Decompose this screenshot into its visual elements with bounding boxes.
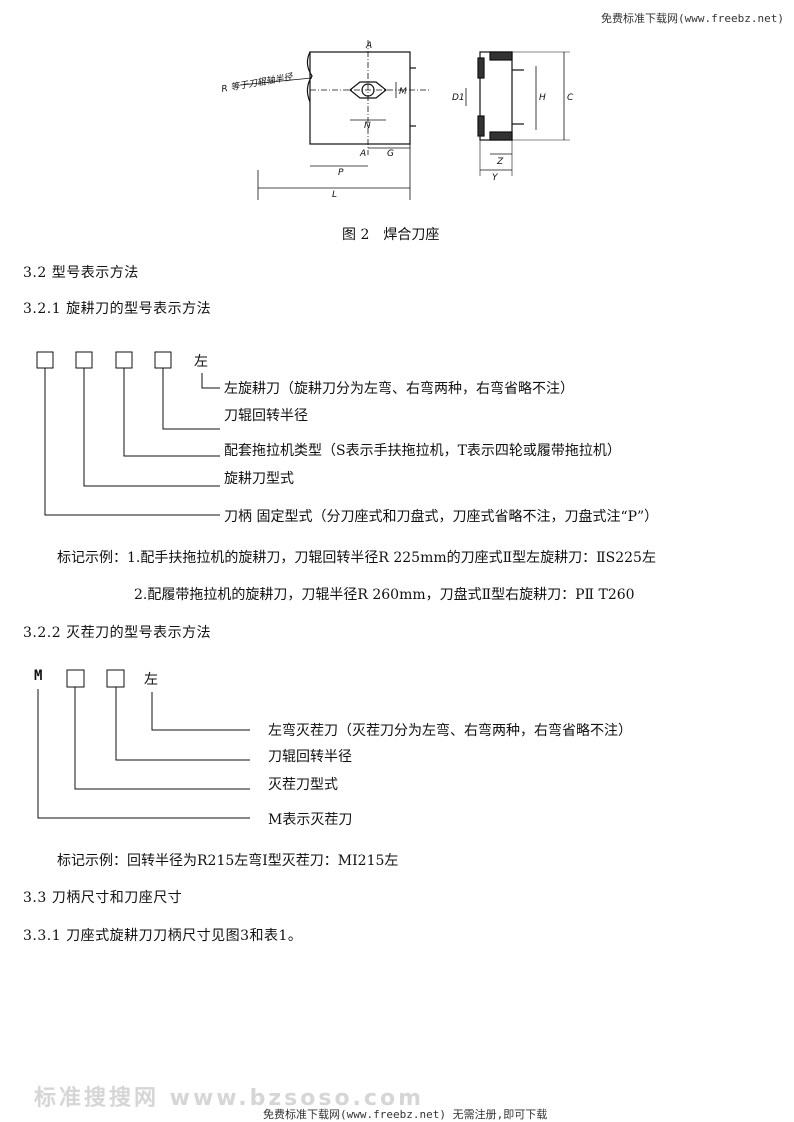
- stubble-line-1: 左弯灭茬刀（灭茬刀分为左弯、右弯两种，右弯省略不注）: [268, 723, 632, 739]
- label-G: G: [387, 149, 394, 159]
- stubble-line-4: M表示灭茬刀: [268, 812, 353, 828]
- rotary-line-1: 左旋耕刀（旋耕刀分为左弯、右弯两种，右弯省略不注）: [224, 381, 574, 397]
- stubble-line-3: 灭茬刀型式: [268, 777, 338, 793]
- stubble-box-2: [106, 669, 125, 688]
- rotary-scheme-suffix: 左: [194, 354, 208, 370]
- footer-watermark: 标准搜搜网 www.bzsoso.com: [34, 1086, 424, 1111]
- label-M: M: [399, 87, 407, 97]
- footer-text: 免费标准下载网(www.freebz.net) 无需注册,即可下载: [263, 1108, 548, 1121]
- stubble-box-1: [66, 669, 85, 688]
- label-Z: Z: [496, 157, 504, 167]
- figure-2-drawing: A A R 等于刀辊轴半径 M N G P L D1 H C Z Y: [221, 40, 574, 200]
- rotary-scheme-lines: [36, 351, 220, 516]
- label-P: P: [338, 168, 344, 178]
- section-3-3: 3.3 刀柄尺寸和刀座尺寸: [23, 890, 183, 906]
- figure-2-caption: 图 2 焊合刀座: [342, 227, 440, 243]
- scheme-box-3: [115, 351, 133, 369]
- label-A-mid: A: [359, 149, 366, 159]
- label-D1: D1: [452, 93, 465, 103]
- stubble-line-2: 刀辊回转半径: [268, 749, 352, 765]
- break-line: [306, 51, 313, 103]
- section-3-3-1: 3.3.1 刀座式旋耕刀刀柄尺寸见图3和表1。: [23, 928, 303, 944]
- label-A-top: A: [365, 41, 372, 51]
- stubble-example: 标记示例：回转半径为R215左弯Ⅰ型灭茬刀：MⅠ215左: [57, 853, 399, 869]
- hex-nut: [349, 81, 387, 99]
- rotary-line-4: 旋耕刀型式: [224, 471, 294, 487]
- section-3-2: 3.2 型号表示方法: [23, 265, 139, 281]
- label-L: L: [332, 190, 337, 200]
- label-H: H: [539, 93, 546, 103]
- holder-block: [309, 51, 411, 145]
- section-view: [479, 51, 513, 141]
- stubble-scheme-lines: [37, 669, 250, 819]
- stubble-prefix: M: [34, 668, 43, 684]
- scheme-box-1: [36, 351, 54, 369]
- scheme-box-4: [154, 351, 172, 369]
- rotary-line-2: 刀辊回转半径: [224, 408, 308, 424]
- label-Y: Y: [492, 173, 499, 183]
- section-3-2-2: 3.2.2 灭茬刀的型号表示方法: [23, 625, 212, 641]
- label-R-note: R 等于刀辊轴半径: [221, 71, 295, 95]
- header-site: 免费标准下载网(www.freebz.net): [601, 12, 784, 25]
- rotary-line-5: 刀柄 固定型式（分刀座式和刀盘式，刀座式省略不注，刀盘式注“P”）: [224, 509, 659, 525]
- label-C: C: [567, 93, 574, 103]
- rotary-example-1: 标记示例：1.配手扶拖拉机的旋耕刀，刀辊回转半径R 225mm的刀座式Ⅱ型左旋耕…: [57, 550, 656, 566]
- scheme-box-2: [75, 351, 93, 369]
- rotary-line-3: 配套拖拉机类型（S表示手扶拖拉机，T表示四轮或履带拖拉机）: [224, 443, 621, 459]
- section-3-2-1: 3.2.1 旋耕刀的型号表示方法: [23, 301, 212, 317]
- rotary-example-2: 2.配履带拖拉机的旋耕刀，刀辊半径R 260mm，刀盘式Ⅱ型右旋耕刀：PⅡ T2…: [134, 587, 635, 603]
- label-N: N: [364, 121, 371, 131]
- stubble-suffix: 左: [144, 672, 158, 688]
